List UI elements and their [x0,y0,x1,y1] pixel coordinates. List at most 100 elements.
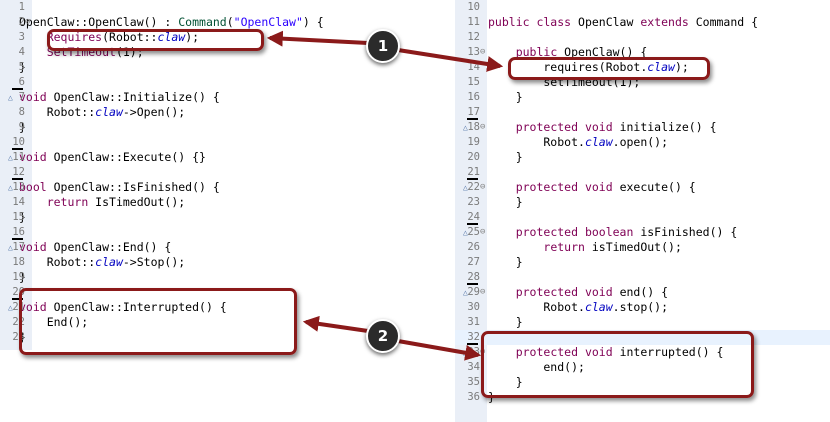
line-number: 34 [467,361,480,373]
code-token: Robot. [488,135,585,149]
java-interrupted-callout [481,331,754,398]
line-number: 25 [467,226,480,238]
cpp-interrupted-callout [19,288,297,355]
line-number: 10 [467,1,480,13]
code-line: } [488,90,523,105]
code-token: void [19,90,47,104]
fold-toggle-icon[interactable]: ⊖ [25,17,31,27]
line-number: 36 [467,391,480,403]
code-token: protected void [515,120,613,134]
line-number: 8 [18,106,25,118]
fold-toggle-icon[interactable]: ⊖ [480,182,486,192]
code-token: void [19,300,47,314]
line-number: 13 [12,181,25,193]
code-line: } [19,330,26,345]
code-line: return IsTimedOut(); [19,195,185,210]
code-token: } [488,375,523,389]
override-marker-icon: △ [8,183,13,192]
override-bar-icon [12,88,23,90]
line-number: 12 [467,31,480,43]
code-token: end() { [612,285,669,299]
line-number: 30 [467,301,480,313]
override-marker-icon: △ [8,303,13,312]
code-token: extends [640,15,689,29]
cpp-requires-callout [47,29,264,51]
line-number: 29 [467,286,480,298]
code-line: protected void interrupted() { [488,345,724,360]
override-marker-icon: △ [8,243,13,252]
code-token: protected void [515,180,613,194]
code-token: OpenClaw::Initialize() { [46,90,220,104]
code-token: OpenClaw::End() { [46,240,172,254]
code-token: Robot:: [19,105,96,119]
code-token: protected boolean [515,225,634,239]
code-token: requires(Robot. [488,60,648,74]
line-number: 35 [467,376,480,388]
code-line: } [19,120,26,135]
code-line: } [19,60,26,75]
override-bar-icon [467,343,478,345]
code-token: void [19,240,47,254]
line-number: 18 [467,121,480,133]
code-token: ); [674,60,689,74]
code-token: ) { [302,15,324,29]
code-token: Requires [46,30,103,44]
code-token: "OpenClaw" [233,15,303,29]
fold-toggle-icon[interactable]: ⊖ [480,47,486,57]
code-line: } [488,255,523,270]
fold-toggle-icon[interactable]: ⊖ [480,287,486,297]
code-line: } [19,210,26,225]
code-token: Command [178,15,227,29]
code-token: } [19,270,26,284]
code-line: protected void end() { [488,285,668,300]
override-marker-icon: △ [8,153,13,162]
code-line: end(); [488,360,585,375]
code-line: public OpenClaw() { [488,45,648,60]
override-bar-icon [467,283,478,285]
code-token: } [19,120,26,134]
code-token: } [488,90,523,104]
override-marker-icon: △ [463,228,468,237]
line-number: 9 [18,121,25,133]
line-number: 31 [467,316,480,328]
override-marker-icon: △ [463,183,468,192]
code-token: ( [226,15,234,29]
code-token: } [19,60,26,74]
override-bar-icon [12,178,23,180]
fold-toggle-icon[interactable]: ⊖ [480,122,486,132]
code-token: .stop(); [612,300,669,314]
code-line: void OpenClaw::Initialize() { [19,90,220,105]
code-line: } [488,195,523,210]
override-bar-icon [467,178,478,180]
code-token: } [488,150,523,164]
code-line: protected boolean isFinished() { [488,225,738,240]
code-line: void OpenClaw::Interrupted() { [19,300,227,315]
line-number: 6 [18,76,25,88]
line-number: 15 [12,211,25,223]
code-token: Robot. [488,300,585,314]
code-token: interrupted() { [612,345,724,359]
code-line: End(); [19,315,89,330]
override-bar-icon [12,298,23,300]
code-token: IsTimedOut(); [88,195,186,209]
override-marker-icon: △ [463,288,468,297]
line-number: 21 [467,166,480,178]
code-token: .open(); [612,135,669,149]
code-token: isFinished() { [633,225,738,239]
code-line: } [19,270,26,285]
override-bar-icon [12,238,23,240]
line-number: 12 [12,166,25,178]
override-bar-icon [12,148,23,150]
fold-toggle-icon[interactable]: ⊖ [480,227,486,237]
code-line: protected void initialize() { [488,120,717,135]
code-token: isTimedOut(); [584,240,682,254]
line-number: 27 [467,256,480,268]
line-number: 16 [467,91,480,103]
callout-badge-2: 2 [366,319,400,353]
code-token: Command { [688,15,759,29]
code-token: OpenClaw::Interrupted() { [46,300,227,314]
code-token: protected void [515,345,613,359]
code-line: } [488,315,523,330]
code-line: void OpenClaw::End() { [19,240,171,255]
